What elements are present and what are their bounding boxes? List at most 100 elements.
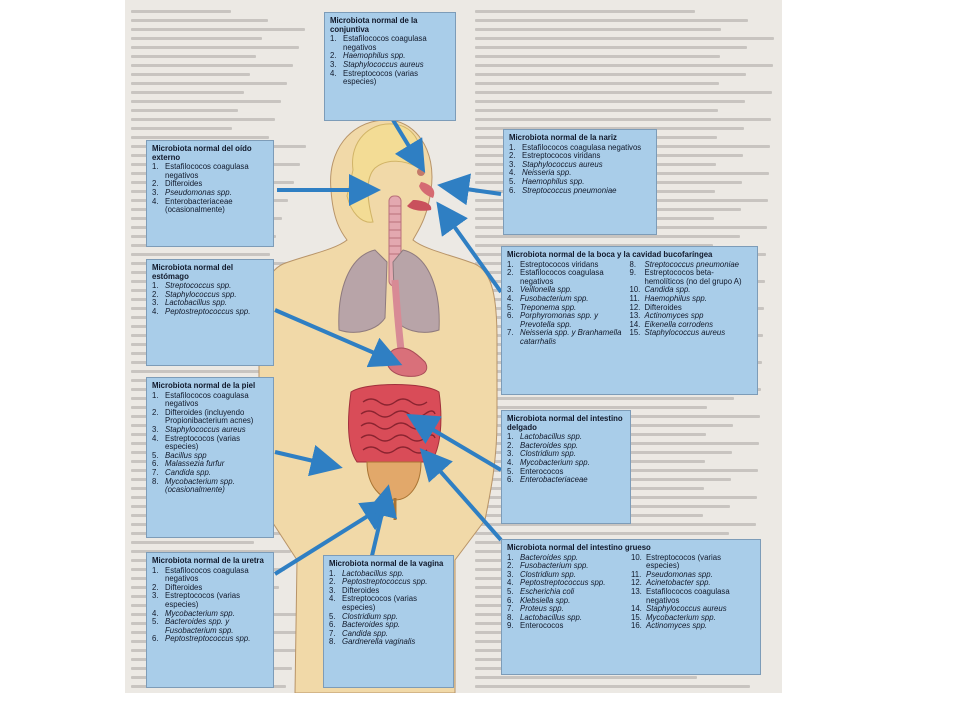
item-number: 1. — [152, 281, 159, 291]
background-line — [131, 127, 232, 130]
species-name: Escherichia coli — [520, 586, 575, 596]
species-name: Gardnerella vaginalis — [342, 637, 416, 647]
species-item: 1.Estreptococos viridans — [507, 259, 630, 270]
box-title: Microbiota normal del oído externo — [152, 144, 252, 162]
item-number: 4. — [152, 196, 159, 206]
item-number: 1. — [509, 142, 516, 152]
species-name: Klebsiella spp. — [520, 595, 571, 605]
left-lung — [338, 249, 388, 333]
species-item: 3.Difteroides — [329, 585, 448, 596]
arrow-delgado — [406, 413, 503, 472]
species-name: Staphylococcus aureus — [165, 424, 246, 434]
item-number: 11. — [631, 569, 642, 579]
species-name: Bacteroides spp. — [520, 552, 579, 562]
item-number: 2. — [152, 179, 159, 189]
background-line — [475, 37, 774, 40]
species-name: Porphyromonas spp. y Prevotella spp. — [520, 311, 599, 329]
species-name: Estafilococos coagulasa negativos — [165, 390, 249, 409]
box-oido: Microbiota normal del oído externo 1.Est… — [146, 140, 274, 247]
item-number: 2. — [330, 51, 337, 61]
species-item: 4.Fusobacterium spp. — [507, 294, 630, 304]
species-item: 4.Estreptococos (varias especies) — [330, 69, 450, 87]
mouth-cavity — [407, 200, 432, 211]
item-number: 7. — [507, 328, 514, 338]
box-title: Microbiota normal de la piel — [152, 381, 256, 390]
species-item: 4.Estreptococos (varias especies) — [329, 595, 448, 612]
species-item: 2.Estreptococos viridans — [509, 151, 651, 161]
species-list: 1.Lactobacillus spp.2.Bacteroides spp.3.… — [507, 432, 625, 485]
box-conjuntiva: Microbiota normal de la conjuntiva 1.Est… — [324, 12, 456, 121]
species-name: Peptostreptococcus spp. — [342, 577, 428, 587]
species-name: Streptococcus spp. — [165, 281, 232, 291]
box-uretra: Microbiota normal de la uretra 1.Estafil… — [146, 552, 274, 688]
background-line — [475, 118, 771, 121]
species-item: 8. Gardnerella vaginalis — [329, 638, 448, 647]
species-name: Staphylococcus aureus — [644, 328, 726, 338]
background-line — [131, 46, 299, 49]
background-line — [475, 28, 721, 31]
item-number: 2. — [507, 561, 514, 571]
background-line — [475, 685, 750, 688]
species-item: 1.Estafilococos coagulasa negativos — [152, 565, 268, 584]
item-number: 1. — [507, 259, 514, 269]
species-item: 3.Clostridium spp. — [507, 570, 631, 580]
species-item: 5.Haemophilus spp. — [509, 177, 651, 187]
species-item: 14.Staphylococcus aureus — [631, 604, 755, 614]
species-name: Candida spp. — [165, 467, 211, 477]
item-number: 16. — [631, 621, 642, 631]
species-item: 3.Estreptococos (varias especies) — [152, 592, 268, 609]
species-item: 1.Estafilococos coagulasa negativos — [330, 34, 450, 52]
box-title: Microbiota normal de la uretra — [152, 556, 264, 565]
species-name: Estreptococos (varias especies) — [342, 594, 417, 612]
item-number: 8. — [329, 637, 336, 647]
species-name: Difteroides — [342, 585, 380, 595]
box-title: Microbiota normal de la vagina — [329, 559, 444, 568]
item-number: 1. — [330, 34, 337, 44]
species-item: 4.Enterobacteriaceae (ocasionalmente) — [152, 196, 268, 215]
box-nariz: Microbiota normal de la nariz 1.Estafilo… — [503, 129, 657, 235]
species-item: 3.Veillonella spp. — [507, 286, 630, 295]
species-name: Estafilococos coagulasa negativos — [646, 586, 730, 605]
item-number: 12. — [631, 578, 642, 588]
species-name: Mycobacterium spp. — [520, 457, 590, 467]
species-name: Estafilococos coagulasa negativos — [165, 565, 249, 584]
species-item: 1.Estafilococos coagulasa negativos — [509, 142, 651, 153]
anatomy-illustration — [258, 118, 503, 693]
box-boca: Microbiota normal de la boca y la cavida… — [501, 246, 758, 395]
species-name: Estafilococos coagulasa negativos — [165, 162, 249, 180]
background-line — [131, 28, 305, 31]
species-item: 2.Fusobacterium spp. — [507, 561, 631, 571]
species-name: Estreptococos (varias especies) — [165, 433, 240, 452]
item-number: 6. — [507, 311, 514, 321]
species-name: Enterobacteriaceae — [520, 475, 588, 485]
item-number: 2. — [507, 440, 514, 450]
species-name: Staphylococcus aureus — [646, 604, 727, 614]
background-line — [475, 109, 718, 112]
species-list: 1.Lactobacillus spp.2.Peptostreptococcus… — [329, 569, 448, 647]
species-name: Streptococcus pneumoniae — [522, 185, 617, 195]
background-line — [475, 55, 720, 58]
species-item: 6.Malassezia furfur — [152, 460, 268, 469]
item-number: 6. — [152, 634, 159, 644]
species-item: 15.Staphylococcus aureus — [630, 329, 753, 338]
item-number: 3. — [507, 449, 514, 459]
background-line — [475, 523, 756, 526]
item-number: 3. — [509, 159, 516, 169]
item-number: 12. — [629, 302, 641, 312]
background-line — [131, 10, 231, 13]
arrow-boca — [436, 201, 503, 294]
species-item: 7.Candida spp. — [329, 629, 448, 639]
species-item: 5.Clostridium spp. — [329, 612, 448, 622]
species-name: Bacteroides spp. — [342, 620, 401, 630]
species-item: 7.Candida spp. — [152, 467, 268, 478]
item-number: 4. — [152, 608, 159, 618]
species-item: 3.Clostridium spp. — [507, 450, 625, 459]
species-name: Haemophilus spp. — [343, 51, 406, 61]
item-number: 4. — [507, 457, 514, 467]
item-number: 6. — [152, 459, 159, 469]
item-number: 3. — [152, 298, 159, 308]
species-name: Estafilococos coagulasa negativos — [520, 268, 604, 286]
